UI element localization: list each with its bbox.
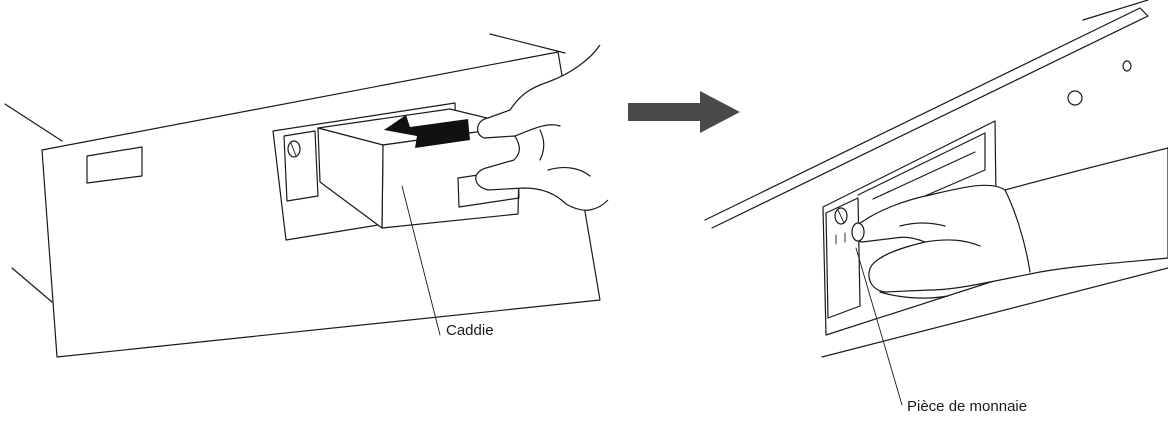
chassis-edge-bottom-left <box>11 267 53 303</box>
chassis-edge-top <box>1082 0 1149 21</box>
coin-leader-line <box>855 247 903 406</box>
drive-unit-right: Pièce de monnaie <box>704 0 1168 415</box>
drive-unit-left: Caddie <box>4 33 609 358</box>
lock-screw-icon <box>287 140 301 158</box>
panel-bottom-edge <box>821 267 1168 358</box>
panel-corner <box>1139 7 1149 17</box>
lock-plate-right <box>825 197 861 319</box>
mount-hole-1 <box>1067 90 1083 106</box>
lock-screw-right-icon <box>834 207 848 225</box>
panel-top-edge-1 <box>704 7 1141 221</box>
lock-plate <box>283 130 319 202</box>
panel-top-edge-2 <box>711 15 1149 229</box>
coin-label: Pièce de monnaie <box>907 398 1027 415</box>
caddie-leader-line <box>401 185 441 336</box>
transition-arrow-icon <box>628 91 740 133</box>
hand-right-icon <box>851 147 1168 299</box>
caddie-side <box>317 127 384 229</box>
drive-slot-inner <box>872 151 976 200</box>
label-window <box>86 146 143 184</box>
chassis-edge-top-right <box>489 33 566 54</box>
insert-arrow-icon <box>384 115 470 148</box>
caddie-label: Caddie <box>446 322 494 339</box>
chassis-edge-top-left <box>4 103 63 142</box>
coin-icon <box>851 222 865 242</box>
hand-left-icon <box>475 44 609 211</box>
front-panel <box>41 51 601 358</box>
mount-hole-2 <box>1122 60 1132 72</box>
